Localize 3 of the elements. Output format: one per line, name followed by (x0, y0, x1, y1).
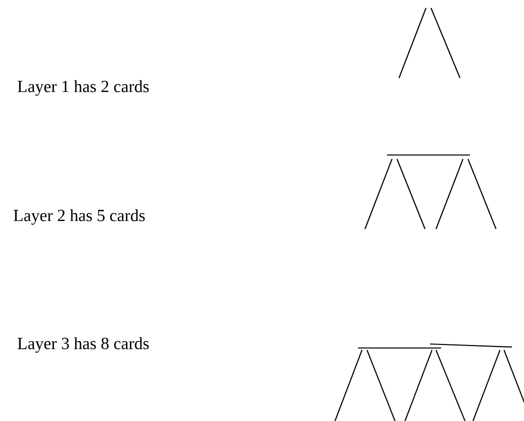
layer-label: Layer 3 has 8 cards (18, 337, 149, 353)
layer-label: Layer 1 has 2 cards (18, 80, 149, 96)
layer-label: Layer 2 has 5 cards (14, 209, 145, 225)
